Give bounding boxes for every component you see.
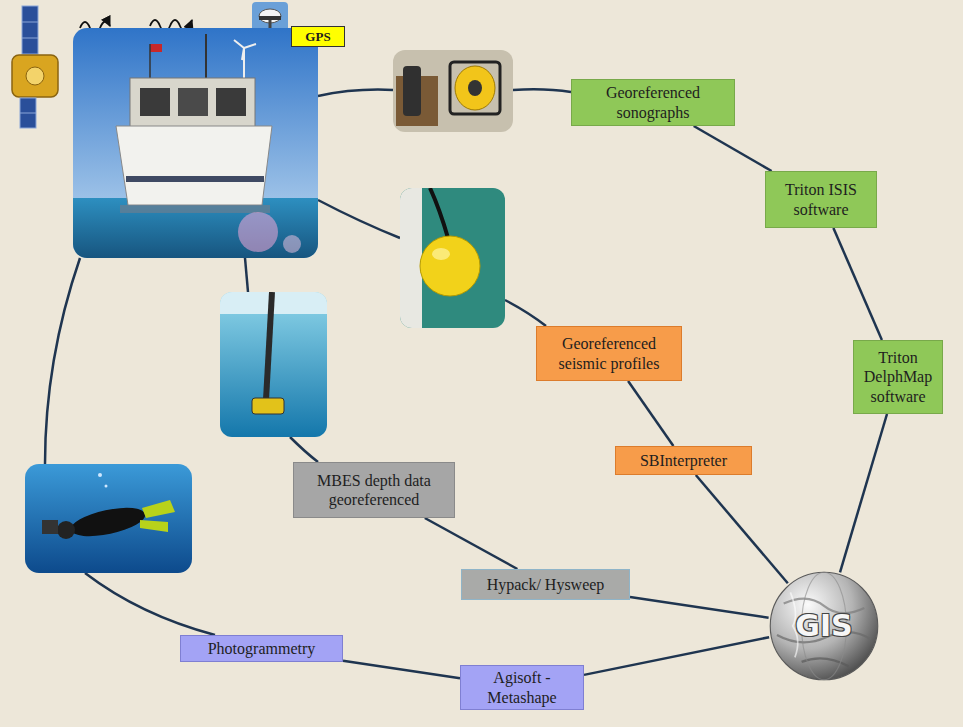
connector-line [694, 126, 772, 171]
sonar-photo [393, 50, 513, 132]
process-box: Triton ISIS software [765, 171, 877, 228]
connector-line [425, 518, 518, 569]
mbes-photo [220, 292, 327, 437]
box-label: Georeferenced seismic profiles [542, 334, 676, 372]
box-label: Georeferenced sonographs [577, 83, 729, 121]
process-box: MBES depth data georeferenced [293, 462, 455, 518]
box-label: GPS [305, 29, 330, 45]
box-label: MBES depth data georeferenced [299, 471, 449, 509]
connector-line [833, 228, 882, 340]
connector-line [628, 381, 673, 446]
process-box: Triton DelphMap software [853, 340, 943, 414]
process-box: Hypack/ Hysweep [461, 569, 630, 600]
gis-globe: GIS [768, 570, 880, 682]
boat-photo [73, 28, 318, 258]
box-label: Hypack/ Hysweep [487, 575, 605, 594]
gps-tag: GPS [291, 26, 345, 48]
connector-line [840, 414, 887, 572]
process-box: Georeferenced sonographs [571, 79, 735, 126]
diver-photo [25, 464, 192, 573]
box-label: Triton ISIS software [771, 180, 871, 218]
process-box: Georeferenced seismic profiles [536, 326, 682, 381]
box-label: Agisoft - Metashape [466, 668, 578, 706]
process-box: SBInterpreter [615, 446, 752, 475]
process-box: Photogrammetry [180, 635, 343, 662]
connector-line [343, 661, 460, 679]
box-label: SBInterpreter [640, 451, 727, 470]
connector-line [696, 475, 788, 583]
box-label: Photogrammetry [208, 639, 316, 658]
process-box: Agisoft - Metashape [460, 665, 584, 709]
box-label: Triton DelphMap software [859, 348, 937, 406]
satellite-icon [12, 6, 58, 128]
buoy-photo [400, 188, 505, 328]
connector-line [584, 637, 769, 675]
connector-line [630, 597, 769, 618]
globe-label: GIS [795, 608, 852, 644]
